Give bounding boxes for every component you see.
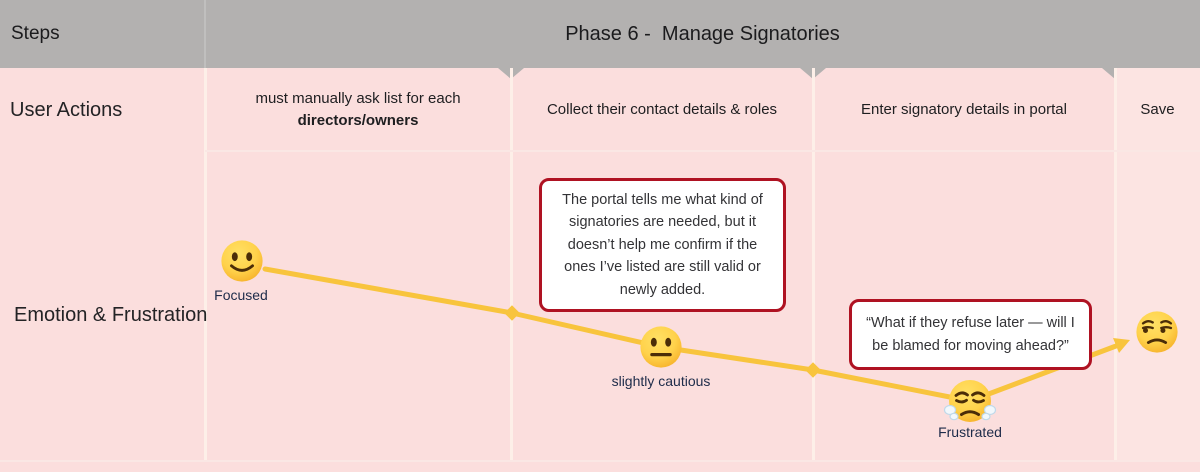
neutral-face-icon (638, 324, 684, 375)
face-with-steam-from-nose-icon (942, 374, 998, 433)
user-action-step-1: must manually ask list for each director… (205, 68, 511, 152)
column-divider (812, 68, 815, 462)
emotion-row-label: Emotion & Frustration (14, 304, 208, 326)
steps-column-header: Steps (11, 23, 60, 44)
header-bar: Steps Phase 6 - Manage Signatories (0, 0, 1200, 68)
header-column-seam (204, 0, 206, 68)
emotion-point-label: slightly cautious (611, 373, 711, 389)
slightly-smiling-face-icon (219, 238, 265, 289)
column-divider (204, 68, 207, 462)
user-action-step-4: Save (1140, 100, 1175, 118)
save-column-background (1115, 68, 1200, 462)
unamused-face-icon (1134, 309, 1180, 360)
emotion-point-label: Frustrated (938, 424, 1002, 440)
callout-quote-2: “What if they refuse later — will I be b… (849, 299, 1092, 370)
user-action-step-3: Enter signatory details in portal (861, 100, 1067, 118)
user-actions-row-label: User Actions (10, 98, 123, 121)
phase-title: Phase 6 - Manage Signatories (565, 22, 840, 45)
callout-quote-1: The portal tells me what kind of signato… (539, 178, 786, 312)
callout-quote-2-text: “What if they refuse later — will I be b… (866, 315, 1075, 354)
user-action-step-1-line2: directors/owners (297, 112, 419, 129)
user-action-step-1-line1: must manually ask list for each (255, 89, 461, 107)
callout-quote-1-text: The portal tells me what kind of signato… (562, 191, 763, 298)
column-divider (510, 68, 513, 462)
row-divider (205, 150, 1200, 152)
user-action-step-2: Collect their contact details & roles (546, 100, 778, 118)
column-divider (1114, 68, 1117, 462)
row-divider (0, 460, 1200, 462)
emotion-point-label: Focused (214, 287, 268, 303)
